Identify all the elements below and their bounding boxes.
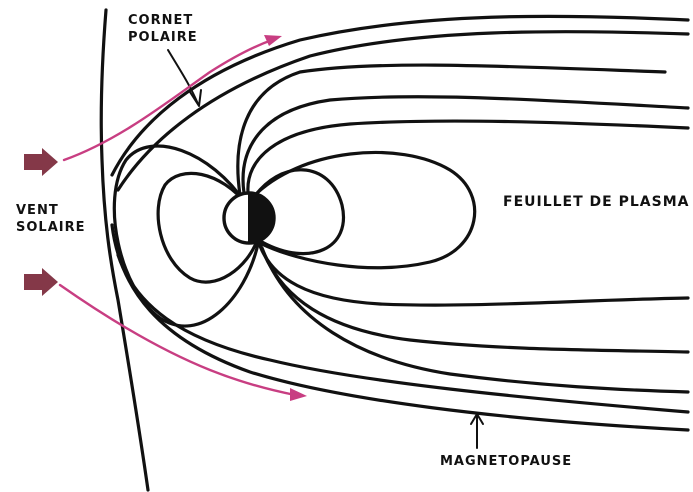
tail-line-south-2 (258, 242, 690, 354)
magnetopause-upper (110, 14, 690, 177)
solar-wind-flow-lower (58, 283, 297, 397)
feuillet-de-plasma-label: FEUILLET DE PLASMA (503, 194, 690, 210)
solar-wind-flow-lower-head (290, 388, 307, 401)
solar-wind-arrow-upper (24, 148, 58, 176)
dayside-loop-inner (156, 171, 260, 284)
nightside-loop-2 (250, 150, 477, 270)
cornet-label-line1: CORNET (128, 13, 194, 28)
magnetopause-label: MAGNETOPAUSE (440, 454, 573, 469)
cornet-polaire-label: CORNET POLAIRE (128, 12, 198, 46)
vent-solaire-label: VENT SOLAIRE (16, 202, 86, 236)
dayside-loop-outer (112, 144, 260, 328)
earth (222, 191, 276, 245)
vent-label-line1: VENT (16, 203, 59, 218)
magnetopause-upper-inner (116, 30, 690, 192)
tail-line-north-3 (246, 119, 690, 194)
magnetopause-pointer-head (470, 413, 484, 425)
tail-line-north-2 (241, 95, 690, 195)
cornet-label-line2: POLAIRE (128, 30, 198, 45)
cusp-pointer-line (167, 49, 199, 105)
tail-line-south-3 (260, 246, 690, 394)
magnetopause-lower-inner (116, 253, 690, 414)
tail-line-south-1 (256, 238, 690, 307)
solar-wind-flow-upper (62, 38, 274, 162)
tail-line-north-1 (236, 63, 667, 197)
magnetopause-lower (110, 223, 690, 432)
solar-wind-flow-upper-head (264, 35, 282, 46)
bow-shock (99, 8, 150, 492)
solar-wind-arrow-lower (24, 268, 58, 296)
vent-label-line2: SOLAIRE (16, 220, 86, 235)
cusp-pointer-head (189, 89, 202, 107)
